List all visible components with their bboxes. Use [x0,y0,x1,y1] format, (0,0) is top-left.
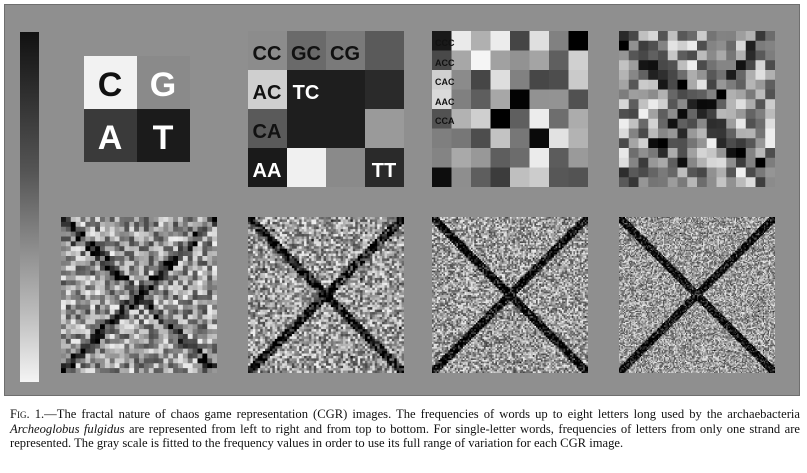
caption-species: Archeoglobus fulgidus [10,422,125,436]
word-label-tt: TT [372,160,396,182]
cgr-k5-svg [61,217,217,373]
caption-fig-label: Fig. 1. [10,407,44,421]
letter-t: T [153,119,174,157]
word-label-acc: ACC [435,58,455,68]
word-label-ca: CA [253,121,282,143]
cgr-tile-k7 [432,217,588,373]
cgr-tile-k5 [61,217,217,373]
cgr-tile-k3: CCC ACC CAC AAC CCA [432,31,588,187]
letter-g: G [150,66,176,104]
cgr-k6-svg [248,217,404,373]
letter-c: C [98,66,123,104]
word-label-cc: CC [253,43,282,65]
word-label-aa: AA [253,160,282,182]
word-label-aac: AAC [435,97,455,107]
cgr-k7-svg [432,217,588,373]
caption-text-1: —The fractal nature of chaos game repres… [44,407,800,421]
cgr-tile-k4 [619,31,775,187]
cgr-k1-svg: C G A T [84,56,190,162]
cgr-tile-k1: C G A T [84,56,190,162]
word-label-cg: CG [330,43,360,65]
word-label-ccc: CCC [435,38,455,48]
letter-a: A [98,119,123,157]
word-label-tc: TC [293,82,320,104]
word-label-ac: AC [253,82,282,104]
cgr-tile-k2: CC GC CG AC TC CA AA TT [248,31,404,187]
word-label-cac: CAC [435,77,455,87]
word-label-gc: GC [291,43,321,65]
word-label-cca: CCA [435,116,455,126]
caption-text-2: are represented from left to right and f… [10,422,800,451]
cgr-k2-svg: CC GC CG AC TC CA AA TT [248,31,404,187]
cgr-tile-k8 [619,217,775,373]
cgr-k3-svg: CCC ACC CAC AAC CCA [432,31,588,187]
cgr-k8-svg [619,217,775,373]
gray-scale-bar [20,32,39,382]
figure-caption: Fig. 1.—The fractal nature of chaos game… [10,407,800,451]
cgr-k4-svg [619,31,775,187]
cgr-tile-k6 [248,217,404,373]
